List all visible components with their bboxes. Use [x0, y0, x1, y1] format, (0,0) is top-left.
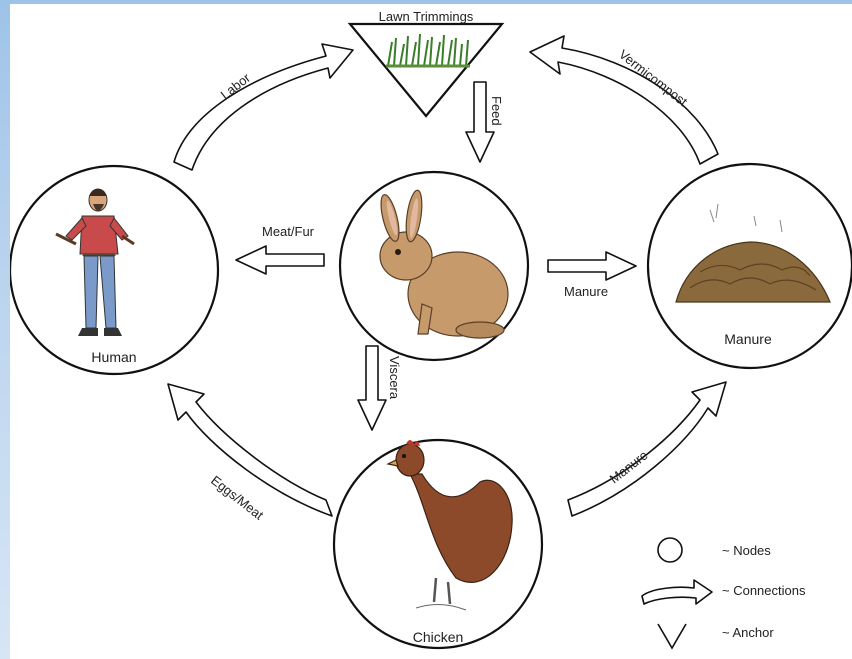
- connection-manure-from-rabbit: Manure: [548, 252, 636, 299]
- node-human: Human: [10, 166, 218, 374]
- permaculture-cycle-diagram: Lawn Trimmings Labor Vermicompost Feed M…: [10, 4, 852, 659]
- arrow-meat-fur: [236, 246, 324, 274]
- label-manure-rabbit: Manure: [564, 284, 608, 299]
- legend: ~ Nodes ~ Connections ~ Anchor: [642, 538, 806, 648]
- node-chicken: Chicken: [334, 440, 542, 648]
- connection-feed: Feed: [466, 82, 504, 162]
- connection-labor: Labor: [174, 44, 353, 170]
- connection-manure-from-chicken: Manure: [568, 382, 726, 516]
- legend-anchor-icon: [658, 624, 686, 648]
- connection-vermicompost: Vermicompost: [530, 36, 718, 164]
- node-manure-label: Manure: [724, 331, 772, 347]
- connection-viscera: Viscera: [358, 346, 402, 430]
- connection-meat-fur: Meat/Fur: [236, 224, 324, 274]
- label-meat-fur: Meat/Fur: [262, 224, 315, 239]
- arrow-labor: [174, 44, 353, 170]
- label-eggs-meat: Eggs/Meat: [208, 473, 267, 523]
- legend-connections-label: ~ Connections: [722, 583, 806, 598]
- node-human-label: Human: [91, 349, 136, 365]
- node-chicken-label: Chicken: [413, 629, 464, 645]
- legend-node-icon: [658, 538, 682, 562]
- label-viscera: Viscera: [387, 356, 402, 400]
- anchor-label: Lawn Trimmings: [379, 9, 474, 24]
- node-rabbit: [340, 172, 528, 360]
- node-manure: Manure: [648, 164, 852, 368]
- connection-eggs-meat: Eggs/Meat: [168, 384, 332, 523]
- legend-nodes-label: ~ Nodes: [722, 543, 771, 558]
- arrow-eggs-meat: [168, 384, 332, 516]
- label-feed: Feed: [489, 96, 504, 126]
- legend-anchor-label: ~ Anchor: [722, 625, 774, 640]
- arrow-manure-rabbit: [548, 252, 636, 280]
- diagram-canvas: Lawn Trimmings Labor Vermicompost Feed M…: [10, 4, 852, 659]
- legend-connection-icon: [642, 580, 712, 604]
- arrow-manure-chicken: [568, 382, 726, 516]
- arrow-viscera: [358, 346, 386, 430]
